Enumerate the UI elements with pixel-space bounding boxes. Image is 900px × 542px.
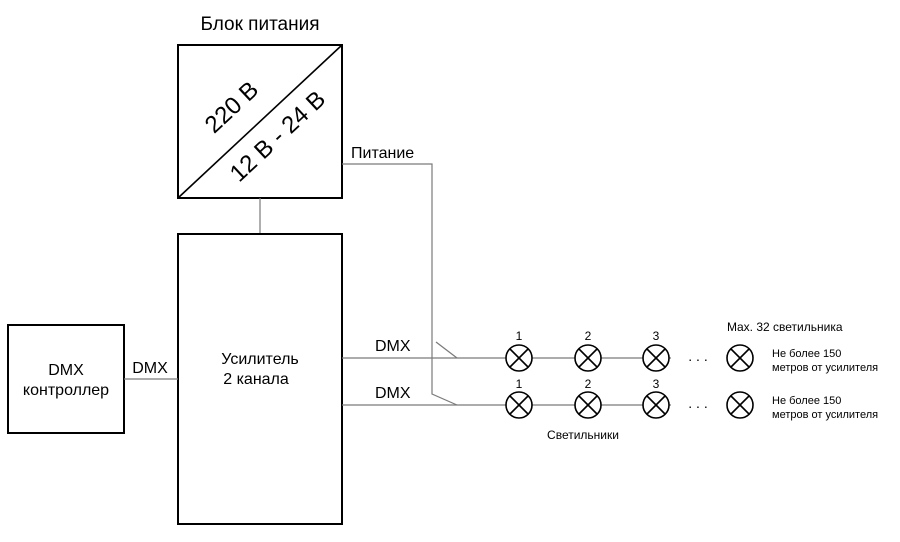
lamp-icon <box>574 391 602 419</box>
amplifier-label-line1: Усилитель <box>221 351 299 368</box>
dmx-out-2-label: DMX <box>375 385 411 402</box>
lamp-row-1-ellipsis: . . . <box>688 348 707 364</box>
amplifier-block <box>177 233 343 525</box>
distance-label-1-line2: метров от усилителя <box>772 362 878 374</box>
controller-label-line2: контроллер <box>23 382 109 399</box>
lamp-icon <box>642 391 670 419</box>
power-supply-title: Блок питания <box>200 14 319 35</box>
max-lamps-label: Max. 32 светильника <box>727 320 843 334</box>
lamps-caption: Светильники <box>547 428 619 442</box>
lamp-icon <box>574 344 602 372</box>
lamp-icon <box>505 344 533 372</box>
lamp-icon <box>726 391 754 419</box>
lamp-row-1 <box>505 344 754 372</box>
dmx-out-1-label: DMX <box>375 338 411 355</box>
dmx-controller-block <box>7 324 125 434</box>
controller-label-line1: DMX <box>48 362 84 379</box>
power-tap-1 <box>435 341 458 359</box>
lamp-icon <box>642 344 670 372</box>
lamp-icon <box>505 391 533 419</box>
lamp-number: 1 <box>516 329 523 343</box>
lamp-number: 3 <box>653 329 660 343</box>
lamp-number: 2 <box>585 329 592 343</box>
lamp-row-2-ellipsis: . . . <box>688 395 707 411</box>
power-wire-label: Питание <box>351 145 414 162</box>
distance-label-2-line2: метров от усилителя <box>772 409 878 421</box>
distance-label-1-line1: Не более 150 <box>772 348 841 360</box>
lamp-number: 3 <box>653 377 660 391</box>
lamp-icon <box>726 344 754 372</box>
power-wire <box>342 163 458 406</box>
amplifier-label-line2: 2 канала <box>223 371 289 388</box>
controller-dmx-label: DMX <box>132 360 168 377</box>
power-supply-divider <box>177 44 343 199</box>
lamp-row-2 <box>505 391 754 419</box>
lamp-number: 2 <box>585 377 592 391</box>
lamp-number: 1 <box>516 377 523 391</box>
distance-label-2-line1: Не более 150 <box>772 395 841 407</box>
